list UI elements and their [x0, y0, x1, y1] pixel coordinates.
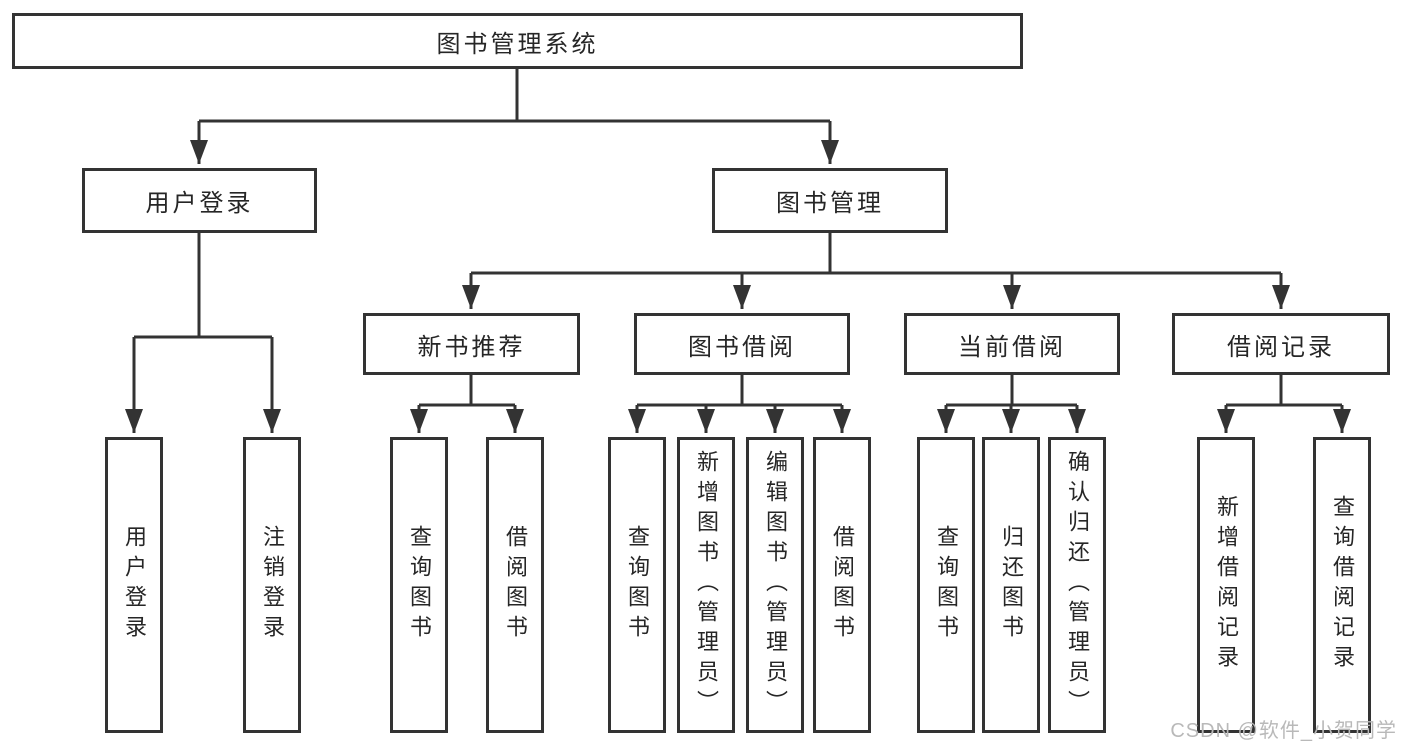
leaf-user-login: 用户登录 — [105, 437, 163, 733]
node-label: 图书管理 — [776, 190, 884, 217]
node-label: 图书管理系统 — [436, 30, 599, 58]
leaf-edit-books-admin: 编辑图书（管理员） — [746, 437, 804, 733]
node-library-management-system: 图书管理系统 — [12, 13, 1023, 69]
node-new-book-recommend: 新书推荐 — [363, 313, 580, 375]
leaf-label: 新增图书（管理员） — [694, 450, 719, 720]
leaf-borrow-books-1: 借阅图书 — [486, 437, 544, 733]
leaf-add-borrow-record: 新增借阅记录 — [1197, 437, 1255, 733]
leaf-label: 查询图书 — [934, 525, 959, 645]
leaf-label: 查询图书 — [407, 525, 432, 645]
node-label: 图书借阅 — [688, 333, 796, 361]
leaf-add-books-admin: 新增图书（管理员） — [677, 437, 735, 733]
leaf-label: 编辑图书（管理员） — [763, 450, 788, 720]
leaf-query-books-1: 查询图书 — [390, 437, 448, 733]
leaf-label: 注销登录 — [260, 525, 285, 645]
node-book-management: 图书管理 — [712, 168, 948, 233]
leaf-return-books: 归还图书 — [982, 437, 1040, 733]
leaf-label: 借阅图书 — [830, 525, 855, 645]
node-label: 新书推荐 — [417, 333, 526, 361]
leaf-label: 确认归还（管理员） — [1065, 450, 1090, 720]
leaf-borrow-books-2: 借阅图书 — [813, 437, 871, 733]
leaf-label: 归还图书 — [999, 525, 1024, 645]
leaf-label: 借阅图书 — [503, 525, 528, 645]
node-label: 借阅记录 — [1227, 333, 1335, 361]
node-label: 用户登录 — [145, 190, 254, 217]
node-user-login: 用户登录 — [82, 168, 317, 233]
node-label: 当前借阅 — [958, 333, 1066, 361]
leaf-logout: 注销登录 — [243, 437, 301, 733]
leaf-label: 查询借阅记录 — [1330, 495, 1355, 675]
csdn-watermark: CSDN @软件_小贺同学 — [1170, 720, 1397, 742]
leaf-label: 用户登录 — [122, 525, 147, 645]
node-current-borrow: 当前借阅 — [904, 313, 1120, 375]
leaf-confirm-return-admin: 确认归还（管理员） — [1048, 437, 1106, 733]
leaf-label: 查询图书 — [625, 525, 650, 645]
leaf-label: 新增借阅记录 — [1214, 495, 1239, 675]
node-borrow-records: 借阅记录 — [1172, 313, 1390, 375]
node-book-borrow: 图书借阅 — [634, 313, 850, 375]
leaf-query-books-3: 查询图书 — [917, 437, 975, 733]
leaf-query-books-2: 查询图书 — [608, 437, 666, 733]
leaf-query-borrow-record: 查询借阅记录 — [1313, 437, 1371, 733]
